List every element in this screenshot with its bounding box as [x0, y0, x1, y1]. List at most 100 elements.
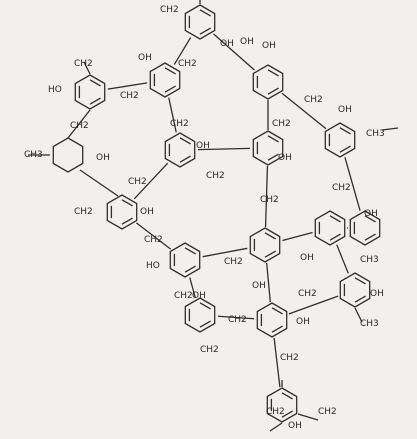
label-ch2: CH2: [74, 59, 93, 69]
double-bond-line: [264, 232, 276, 240]
benzene-ring-10: [314, 210, 346, 246]
label-ch2: CH2: [70, 121, 89, 131]
double-bond-line: [364, 215, 376, 223]
methylene-bridge: [282, 231, 313, 242]
double-bond-line: [184, 247, 196, 255]
label-ho: HO: [146, 261, 160, 271]
double-bond-line: [281, 392, 293, 400]
benzene-ring-3: [74, 74, 106, 110]
label-ch2: CH2: [260, 195, 279, 205]
double-bond-line: [89, 79, 101, 87]
label-oh: OH: [192, 291, 206, 301]
double-bond-line: [199, 27, 211, 35]
label-ch2: CH2: [272, 119, 291, 129]
label-ho: HO: [48, 85, 62, 95]
benzene-ring-end-group: [52, 137, 84, 173]
label-oh: OH: [220, 39, 234, 49]
benzene-ring-9: [349, 210, 381, 246]
terminal-bond: [297, 413, 319, 421]
label-oh: OH: [296, 317, 310, 327]
label-oh: OH: [240, 37, 254, 47]
benzene-ring-1: [184, 4, 216, 40]
methylene-bridge: [197, 147, 251, 151]
methylene-bridge: [266, 262, 271, 303]
label-oh: OH: [252, 281, 266, 291]
label-ch2: CH2: [266, 407, 285, 417]
benzene-ring-7: [164, 132, 196, 168]
double-bond-line: [121, 217, 133, 225]
label-ch2: CH2: [298, 289, 317, 299]
label-ch2: CH2: [200, 345, 219, 355]
terminal-bond: [381, 127, 399, 131]
methylene-bridge: [288, 295, 339, 315]
double-bond-line: [354, 295, 366, 303]
double-bond-line: [121, 199, 133, 207]
double-bond-line: [179, 137, 191, 145]
label-oh: OH: [370, 289, 384, 299]
double-bond-line: [267, 87, 279, 95]
double-bond-line: [364, 233, 376, 241]
double-bond-line: [199, 320, 211, 328]
label-ch2: CH2: [224, 257, 243, 267]
methylene-bridge: [213, 33, 255, 71]
methylene-bridge: [264, 165, 269, 228]
double-bond-line: [267, 153, 279, 161]
methylene-bridge: [168, 97, 177, 133]
double-bond-line: [329, 233, 341, 241]
label-ch2: CH2: [128, 177, 147, 187]
methylene-bridge: [79, 169, 119, 197]
terminal-bond: [269, 422, 283, 432]
label-ch3: CH3: [360, 319, 379, 329]
methylene-bridge: [202, 247, 248, 258]
double-bond-line: [264, 250, 276, 258]
double-bond-line: [281, 410, 293, 418]
double-bond-line: [164, 67, 176, 75]
double-bond-line: [339, 145, 351, 153]
methylene-bridge: [67, 109, 91, 139]
label-oh: OH: [364, 209, 378, 219]
label-ch3: CH3: [24, 150, 43, 160]
double-bond-line: [271, 307, 283, 315]
terminal-bond: [83, 61, 91, 75]
double-bond-line: [199, 9, 211, 17]
label-oh: OH: [196, 141, 210, 151]
methylene-bridge: [217, 315, 255, 320]
label-ch2: CH2: [160, 5, 179, 15]
label-ch2: CH2: [228, 315, 247, 325]
label-oh: OH: [96, 153, 110, 163]
benzene-ring-13: [339, 272, 371, 308]
label-oh: OH: [278, 153, 292, 163]
label-oh: OH: [338, 105, 352, 115]
label-ch2: CH2: [144, 235, 163, 245]
benzene-ring-16: [266, 387, 298, 423]
methylene-bridge: [107, 82, 148, 90]
label-oh: OH: [300, 253, 314, 263]
double-bond-line: [89, 97, 101, 105]
benzene-ring-2: [252, 64, 284, 100]
label-oh: OH: [138, 53, 152, 63]
methylene-bridge: [281, 92, 327, 130]
label-ch2: CH2: [206, 171, 225, 181]
methylene-bridge: [344, 157, 361, 211]
benzene-ring-5: [324, 122, 356, 158]
double-bond-line: [179, 155, 191, 163]
label-ch2: CH2: [332, 183, 351, 193]
label-ch2: CH2: [304, 95, 323, 105]
methylene-bridge: [133, 162, 169, 200]
double-bond-line: [199, 302, 211, 310]
benzene-ring-15: [256, 302, 288, 338]
label-ch2: CH2: [174, 291, 193, 301]
label-ch2: CH2: [120, 91, 139, 101]
double-bond-line: [329, 215, 341, 223]
double-bond-line: [339, 127, 351, 135]
double-bond-line: [271, 325, 283, 333]
methylene-bridge: [273, 337, 281, 388]
double-bond-line: [164, 85, 176, 93]
methylene-bridge: [135, 222, 172, 250]
double-bond-line: [267, 69, 279, 77]
label-oh: OH: [140, 207, 154, 217]
label-oh: OH: [262, 41, 276, 51]
terminal-bond: [354, 307, 363, 323]
benzene-ring-11: [249, 227, 281, 263]
